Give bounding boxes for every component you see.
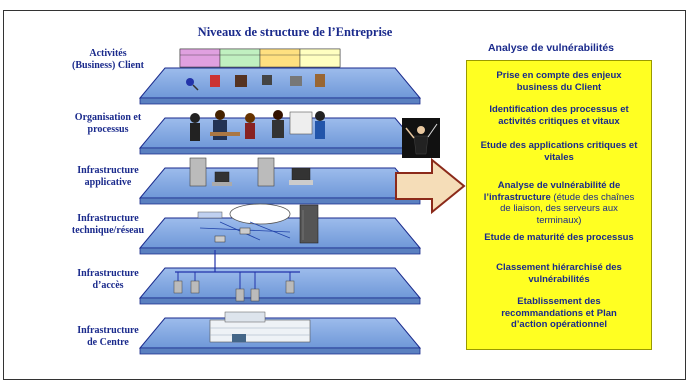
layer-label-line: Organisation et — [74, 112, 142, 123]
layer-label-line: Infrastructure — [77, 325, 139, 336]
layer-label-line: d’accès — [92, 280, 124, 291]
layer-label-business: Activités (Business) Client — [60, 48, 156, 72]
analysis-item-line: vitales — [544, 151, 574, 163]
layer-label-line: technique/réseau — [71, 225, 145, 236]
analysis-item-line: l’infrastructure (étude des chaînes — [470, 192, 648, 204]
analysis-item: Classement hiérarchisé des vulnérabilité… — [470, 262, 648, 285]
analysis-item: Etablissement des recommandations et Pla… — [470, 296, 648, 331]
layer-slab-centre — [138, 311, 422, 355]
analysis-item: Analyse de vulnérabilité de l’infrastruc… — [470, 180, 648, 226]
analysis-title: Analyse de vulnérabilités — [487, 42, 615, 54]
analysis-item: Etude de maturité des processus — [470, 232, 648, 244]
layer-label-line: Infrastructure — [77, 268, 139, 279]
layer-label-line: de Centre — [87, 337, 129, 348]
analysis-item-line: vulnérabilités — [528, 273, 590, 285]
layer-label-applicative: Infrastructure applicative — [60, 165, 156, 189]
layer-label-line: Infrastructure — [77, 213, 139, 224]
analysis-item-bold: l’infrastructure — [483, 191, 551, 203]
layer-label-line: processus — [87, 124, 129, 135]
analysis-item-plain: de liaison, des serveurs aux — [500, 203, 618, 214]
analysis-item-line: Etude des applications critiques et — [480, 140, 638, 151]
conductor-image — [402, 118, 440, 158]
layer-slab-network — [138, 203, 422, 255]
layer-label-network: Infrastructure technique/réseau — [60, 213, 156, 237]
layer-label-line: Activités — [89, 48, 127, 59]
analysis-item-line: Etude de maturité des processus — [484, 232, 634, 243]
analysis-item: Identification des processus et activité… — [470, 104, 648, 127]
analysis-item-line: Prise en compte des enjeux — [496, 70, 622, 81]
layer-label-centre: Infrastructure de Centre — [60, 325, 156, 349]
layer-slab-access — [138, 250, 422, 305]
analysis-item-line: d’action opérationnel — [510, 319, 608, 330]
analysis-item-line: activités critiques et vitaux — [498, 115, 620, 127]
analysis-panel — [466, 60, 652, 350]
layer-label-access: Infrastructure d’accès — [60, 268, 156, 292]
layer-label-line: (Business) Client — [72, 60, 144, 71]
analysis-item: Etude des applications critiques et vita… — [470, 140, 648, 163]
analysis-item-line: Etablissement des — [517, 296, 601, 307]
layer-slab-business — [138, 48, 422, 105]
analysis-item-line: Identification des processus et — [489, 104, 629, 115]
analysis-item-line: recommandations et Plan — [501, 307, 617, 319]
analysis-item-plain: terminaux) — [536, 214, 582, 226]
layer-label-line: applicative — [84, 177, 132, 188]
analysis-item-line: Classement hiérarchisé des — [496, 262, 622, 273]
layer-slab-applicative — [138, 157, 422, 205]
diagram-frame — [3, 10, 686, 380]
analysis-item-plain: (étude des chaînes — [550, 191, 635, 203]
analysis-item-line: business du Client — [516, 81, 602, 93]
diagram-title: Niveaux de structure de l’Entreprise — [197, 25, 393, 39]
layer-label-line: Infrastructure — [77, 165, 139, 176]
layer-label-organisation: Organisation et processus — [60, 112, 156, 136]
analysis-item: Prise en compte des enjeux business du C… — [470, 70, 648, 93]
layer-slab-organisation — [138, 110, 422, 155]
analysis-item-line: Analyse de vulnérabilité de — [497, 180, 621, 191]
analysis-arrow — [395, 157, 466, 215]
